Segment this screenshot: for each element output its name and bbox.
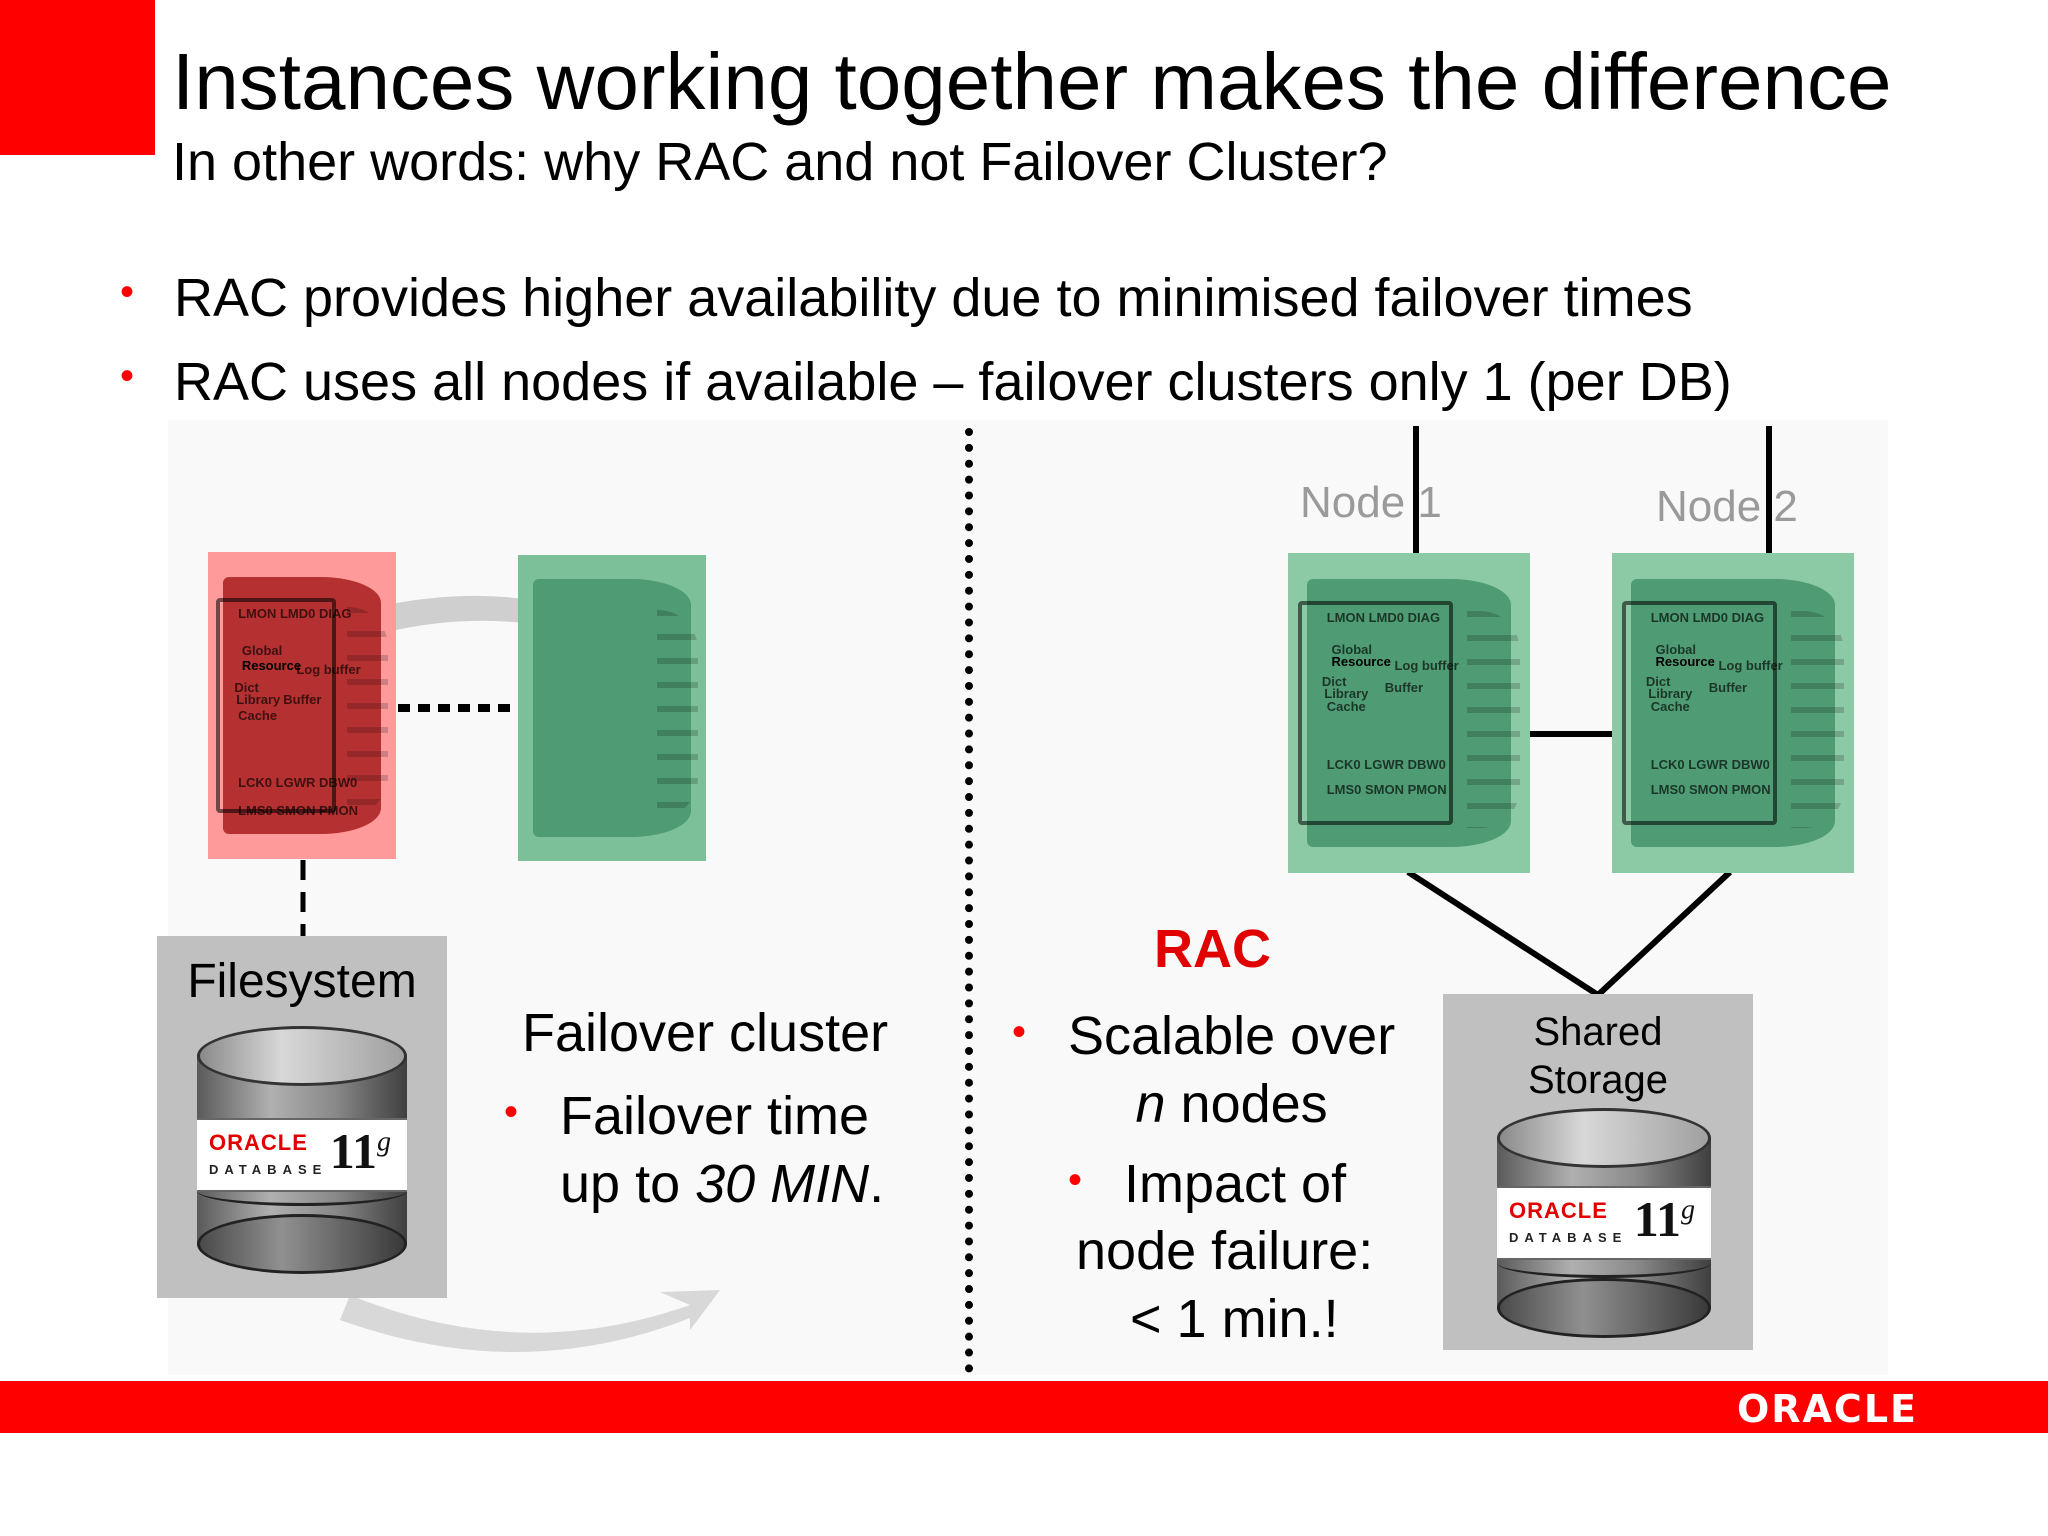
server-cache-label: Cache bbox=[238, 707, 278, 723]
failover-caption: Failover cluster bbox=[522, 1003, 889, 1063]
server-resource-label: Resource bbox=[1331, 654, 1391, 670]
db-version-text: 11g bbox=[1633, 1191, 1695, 1247]
rac-scalable-bullet: • Scalable over n nodes bbox=[1012, 1002, 1395, 1138]
rac-title: RAC bbox=[1154, 919, 1271, 979]
db-oracle-text: ORACLE bbox=[1509, 1198, 1608, 1223]
filesystem-label: Filesystem bbox=[187, 955, 417, 1008]
footer-bar: ORACLE bbox=[0, 1381, 2048, 1433]
server-buffer-label: Buffer bbox=[1384, 680, 1424, 695]
node1-server: LMON LMD0 DIAG Global Resource Log buffe… bbox=[1288, 553, 1530, 873]
server-process-row-lower: LCK0 LGWR DBW0 bbox=[1650, 756, 1770, 772]
filesystem-box: Filesystem ORACLE DATABASE 11g bbox=[157, 936, 447, 1298]
oracle-logo: ORACLE bbox=[1736, 1387, 1918, 1431]
server-cache-label: Cache bbox=[1326, 699, 1366, 715]
server-library-label: Library bbox=[1648, 686, 1693, 702]
server-buffer-label: Buffer bbox=[283, 692, 322, 708]
server-global-label: Global bbox=[1655, 641, 1696, 657]
server-process-row-lower: LCK0 LGWR DBW0 bbox=[1326, 756, 1446, 772]
db-database-text: DATABASE bbox=[1509, 1230, 1628, 1245]
rac-impact-line2: node failure: bbox=[1076, 1221, 1374, 1281]
slide-subtitle: In other words: why RAC and not Failover… bbox=[172, 132, 1388, 192]
rac-scalable-line1: Scalable over bbox=[1068, 1006, 1396, 1066]
rac-impact-line1: Impact of bbox=[1124, 1154, 1347, 1214]
db-version-text: 11g bbox=[329, 1123, 391, 1179]
server-process-row-lower: LCK0 LGWR DBW0 bbox=[238, 775, 358, 791]
server-process-row-bottom: LMS0 SMON PMON bbox=[1650, 782, 1771, 798]
server-process-row: LMON LMD0 DIAG bbox=[1650, 609, 1765, 625]
oracle-database-icon: ORACLE DATABASE 11g bbox=[197, 1026, 407, 1274]
server-log-buffer-label: Log buffer bbox=[296, 661, 361, 677]
bullet-text: RAC provides higher availability due to … bbox=[174, 268, 1693, 328]
server-dict-label: Dict bbox=[1321, 673, 1347, 689]
bullet-dot-icon: • bbox=[504, 1090, 519, 1134]
db-oracle-text: ORACLE bbox=[209, 1130, 308, 1155]
node2-label: Node 2 bbox=[1656, 482, 1798, 531]
server-dict-label: Dict bbox=[1645, 673, 1671, 689]
server-cache-label: Cache bbox=[1650, 699, 1690, 715]
node2-storage-link bbox=[1595, 869, 1733, 998]
main-bullets: • RAC provides higher availability due t… bbox=[120, 256, 2000, 424]
section-divider bbox=[965, 428, 973, 1373]
server-buffer-label: Buffer bbox=[1708, 680, 1748, 695]
rac-impact-bullet: • Impact of bbox=[1068, 1150, 1346, 1218]
failover-arrow-bottom bbox=[340, 1290, 720, 1353]
server-log-buffer-label: Log buffer bbox=[1394, 657, 1459, 673]
failover-time-bullet: • Failover time up to 30 MIN. bbox=[504, 1082, 884, 1218]
slide-title: Instances working together makes the dif… bbox=[172, 37, 1892, 126]
node1-label: Node 1 bbox=[1300, 478, 1442, 527]
server-resource-label: Resource bbox=[241, 658, 302, 674]
oracle-database-icon: ORACLE DATABASE 11g bbox=[1497, 1108, 1711, 1338]
server-process-row: LMON LMD0 DIAG bbox=[1326, 609, 1441, 625]
rac-scalable-line2: n nodes bbox=[1135, 1074, 1328, 1134]
failover-time-line2: up to 30 MIN. bbox=[560, 1154, 885, 1214]
server-library-label: Library bbox=[1324, 686, 1369, 702]
node2-server: LMON LMD0 DIAG Global Resource Log buffe… bbox=[1612, 553, 1854, 873]
bullet-text: RAC uses all nodes if available – failov… bbox=[174, 352, 1732, 412]
server-log-buffer-label: Log buffer bbox=[1718, 657, 1783, 673]
server-resource-label: Resource bbox=[1655, 654, 1715, 670]
corner-accent bbox=[0, 0, 155, 155]
server-library-label: Library bbox=[236, 692, 281, 708]
server-global-label: Global bbox=[1331, 641, 1372, 657]
server-process-row: LMON LMD0 DIAG bbox=[238, 606, 352, 622]
bullet-availability: • RAC provides higher availability due t… bbox=[120, 256, 2000, 340]
server-global-label: Global bbox=[241, 643, 283, 659]
bullet-dot-icon: • bbox=[120, 354, 135, 398]
bullet-dot-icon: • bbox=[120, 270, 135, 314]
bullet-dot-icon: • bbox=[1012, 1010, 1027, 1054]
server-process-row-bottom: LMS0 SMON PMON bbox=[1326, 782, 1447, 798]
node1-storage-link bbox=[1406, 869, 1600, 998]
bullet-dot-icon: • bbox=[1068, 1158, 1083, 1202]
standby-server bbox=[518, 555, 706, 861]
server-process-row-bottom: LMS0 SMON PMON bbox=[238, 802, 358, 818]
db-database-text: DATABASE bbox=[209, 1162, 328, 1177]
failover-time-line1: Failover time bbox=[560, 1086, 870, 1146]
bullet-nodes: • RAC uses all nodes if available – fail… bbox=[120, 340, 2000, 424]
failed-server: LMON LMD0 DIAG Global Resource Log buffe… bbox=[208, 552, 396, 859]
rac-impact-line3: < 1 min.! bbox=[1130, 1289, 1339, 1349]
server-dict-label: Dict bbox=[234, 679, 259, 695]
